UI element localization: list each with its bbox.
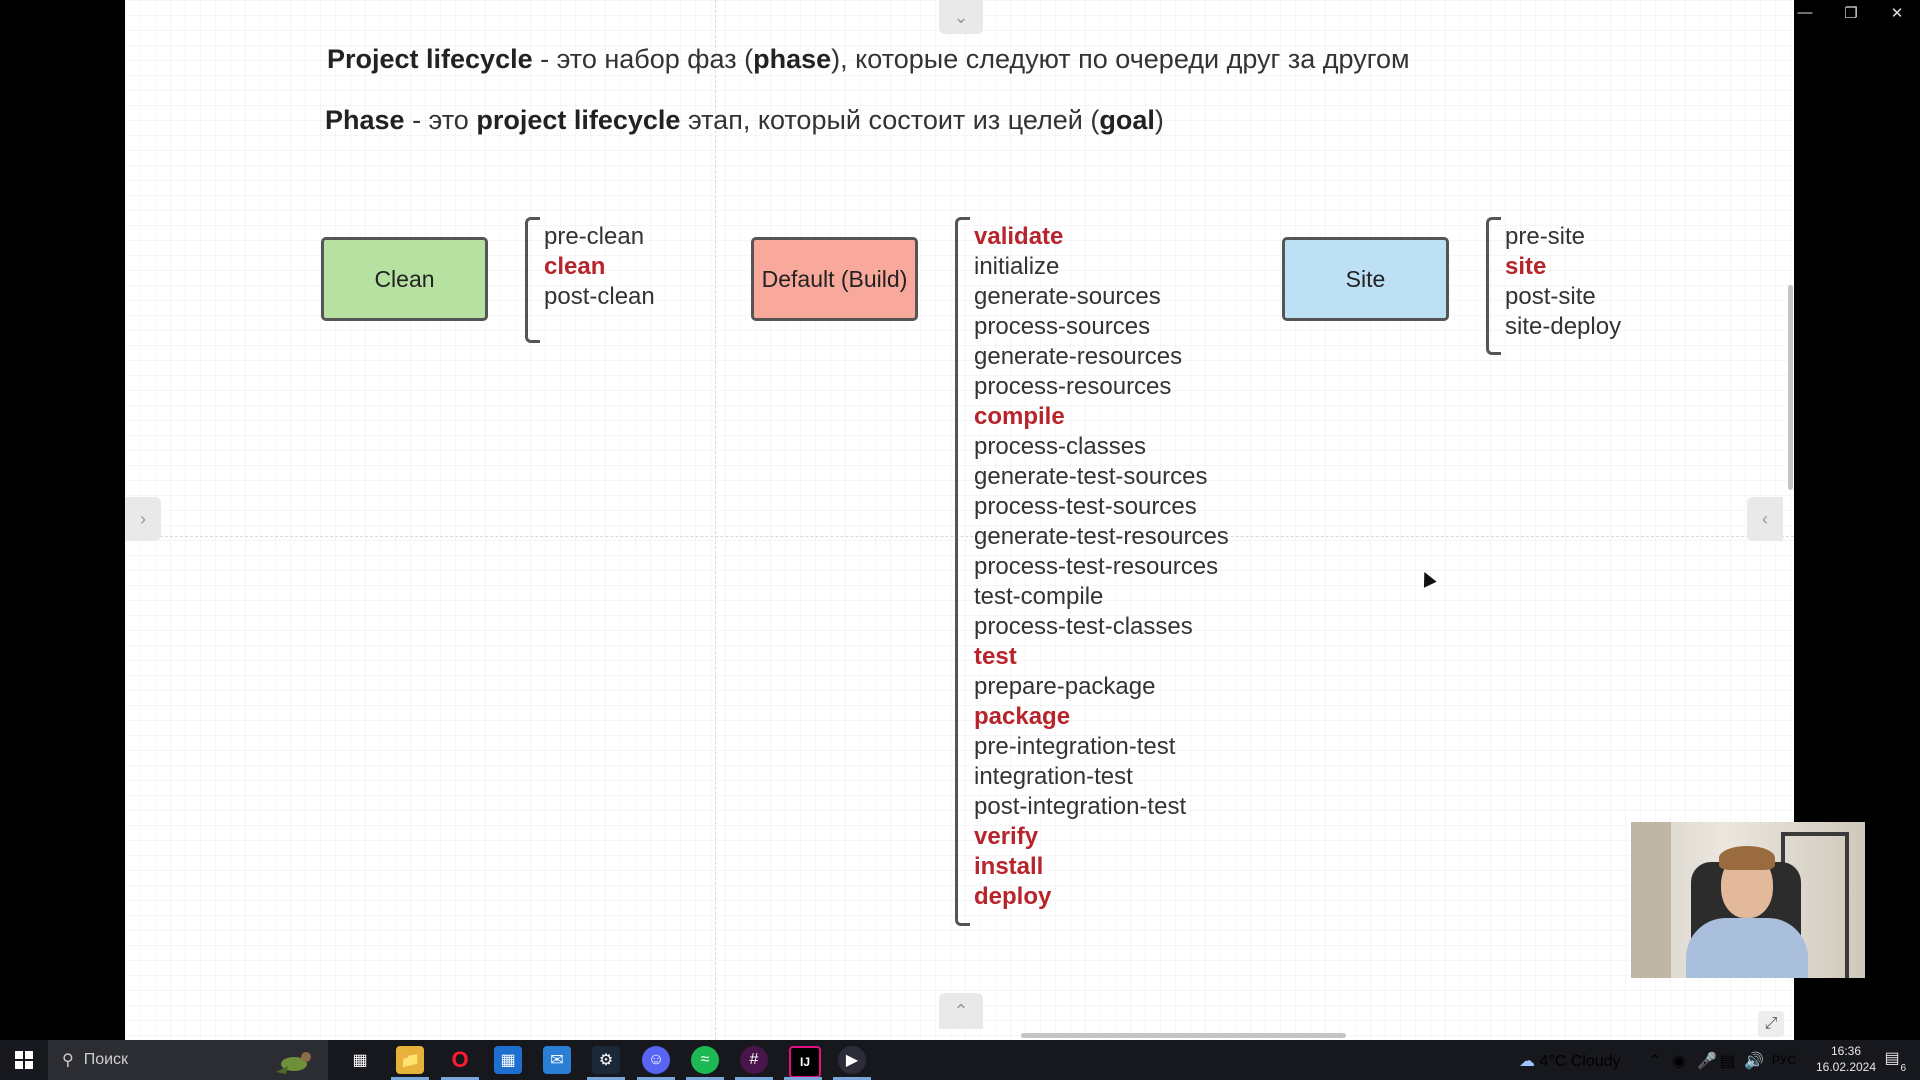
phase-item: install — [974, 853, 1044, 880]
phase-item: test — [974, 643, 1017, 670]
phase-item: test-compile — [974, 583, 1104, 610]
phase-item: prepare-package — [974, 673, 1156, 700]
phase-item: pre-integration-test — [974, 733, 1176, 760]
expand-bottom-chevron-icon[interactable]: ⌃ — [939, 993, 983, 1029]
clock-date: 16.02.2024 — [1815, 1060, 1877, 1074]
phase-item: integration-test — [974, 763, 1133, 790]
search-icon: ⚲ — [62, 1052, 74, 1069]
phase-item: initialize — [974, 253, 1060, 280]
horizontal-scrollbar[interactable] — [1021, 1033, 1346, 1038]
lifecycle-box-clean[interactable]: Clean — [321, 237, 488, 321]
phase-item: compile — [974, 403, 1065, 430]
whiteboard-canvas[interactable]: ⌄ ⌃ › ‹ Project lifecycle - это набор фа… — [125, 0, 1794, 1040]
spotify-icon[interactable]: ≈ — [691, 1046, 719, 1074]
phase-item: post-site — [1505, 283, 1596, 310]
phase-item: process-resources — [974, 373, 1172, 400]
microphone-icon[interactable]: 🎤 — [1697, 1053, 1717, 1070]
phase-item: process-sources — [974, 313, 1151, 340]
phase-item: generate-resources — [974, 343, 1183, 370]
phase-item: clean — [544, 253, 606, 280]
search-placeholder: Поиск — [83, 1051, 129, 1068]
exit-fullscreen-icon[interactable]: ⤢ — [1758, 1011, 1784, 1037]
volume-icon[interactable]: 🔊 — [1744, 1053, 1764, 1070]
phase-item: post-integration-test — [974, 793, 1187, 820]
taskbar: ⚲ Поиск ▦ 📁 O ▦ ✉ ⚙ ☺ ≈ # IJ ▶ ☁ 4°C Clo… — [0, 1040, 1920, 1080]
bracket-default — [955, 217, 970, 926]
phase-item: site-deploy — [1505, 313, 1622, 340]
phase-item: process-test-classes — [974, 613, 1193, 640]
opera-icon[interactable]: O — [451, 1047, 469, 1072]
lifecycle-label: Default (Build) — [761, 265, 908, 292]
language-indicator[interactable]: РУС — [1772, 1053, 1797, 1067]
clock[interactable]: 16:36 16.02.2024 — [1814, 1043, 1878, 1075]
phase-list-default: validate initialize generate-sources proces… — [974, 222, 1229, 912]
weather-widget[interactable]: ☁ 4°C Cloudy — [1519, 1051, 1621, 1071]
bracket-clean — [525, 217, 540, 343]
definition-project-lifecycle: Project lifecycle - это набор фаз (phase… — [327, 44, 1410, 74]
file-explorer-icon[interactable]: 📁 — [396, 1046, 424, 1074]
network-icon[interactable]: ▤ — [1720, 1053, 1736, 1070]
notification-count: 6 — [1900, 1063, 1906, 1074]
phase-item: process-test-sources — [974, 493, 1197, 520]
windows-icon[interactable] — [10, 1046, 38, 1074]
show-hidden-icons-chevron-icon[interactable]: ⌃ — [1648, 1053, 1662, 1070]
taskbar-search-input[interactable]: ⚲ Поиск — [48, 1040, 328, 1080]
phase-item: post-clean — [544, 283, 655, 310]
webcam-tray-icon[interactable]: ◉ — [1672, 1053, 1686, 1070]
right-panel-chevron-icon[interactable]: ‹ — [1747, 497, 1783, 541]
phase-item: deploy — [974, 883, 1052, 910]
phase-item: pre-site — [1505, 223, 1586, 250]
search-highlight-image — [276, 1052, 311, 1074]
phase-item: validate — [974, 223, 1064, 250]
slack-icon[interactable]: # — [740, 1046, 768, 1074]
phase-list-clean: pre-clean clean post-clean — [544, 222, 655, 312]
close-icon[interactable]: ✕ — [1890, 5, 1904, 22]
phase-item: site — [1505, 253, 1547, 280]
guide-line-horizontal — [125, 536, 1794, 537]
phase-item: generate-test-resources — [974, 523, 1229, 550]
bracket-site — [1486, 217, 1501, 355]
mouse-cursor-icon — [1418, 569, 1437, 588]
mail-icon[interactable]: ✉ — [543, 1046, 571, 1074]
phase-item: generate-test-sources — [974, 463, 1208, 490]
intellij-icon[interactable]: IJ — [789, 1046, 821, 1078]
webcam-overlay — [1631, 822, 1865, 978]
phase-item: process-test-resources — [974, 553, 1219, 580]
steam-icon[interactable]: ⚙ — [592, 1046, 620, 1074]
cloud-icon: ☁ — [1519, 1053, 1535, 1070]
definition-phase: Phase - это project lifecycle этап, кото… — [325, 105, 1164, 135]
phase-item: process-classes — [974, 433, 1147, 460]
minimize-icon[interactable]: — — [1797, 4, 1813, 21]
restore-icon[interactable]: ❐ — [1844, 5, 1858, 22]
notification-center-icon[interactable]: ▤6 — [1884, 1050, 1906, 1074]
left-panel-chevron-icon[interactable]: › — [125, 497, 161, 541]
collapse-top-chevron-icon[interactable]: ⌄ — [939, 0, 983, 34]
clock-time: 16:36 — [1830, 1044, 1862, 1058]
phase-list-site: pre-site site post-site site-deploy — [1505, 222, 1621, 342]
store-icon[interactable]: ▦ — [494, 1046, 522, 1074]
weather-text: 4°C Cloudy — [1539, 1053, 1621, 1070]
task-view-icon[interactable]: ▦ — [352, 1052, 368, 1069]
lifecycle-box-site[interactable]: Site — [1282, 237, 1449, 321]
phase-item: package — [974, 703, 1071, 730]
lifecycle-label: Site — [1345, 265, 1386, 292]
phase-item: generate-sources — [974, 283, 1161, 310]
vertical-scrollbar[interactable] — [1788, 285, 1793, 490]
phase-item: pre-clean — [544, 223, 645, 250]
lifecycle-box-default[interactable]: Default (Build) — [751, 237, 918, 321]
guide-line-vertical — [715, 0, 716, 1040]
discord-icon[interactable]: ☺ — [642, 1046, 670, 1074]
phase-item: verify — [974, 823, 1039, 850]
lifecycle-label: Clean — [374, 265, 435, 292]
media-player-icon[interactable]: ▶ — [838, 1046, 866, 1074]
